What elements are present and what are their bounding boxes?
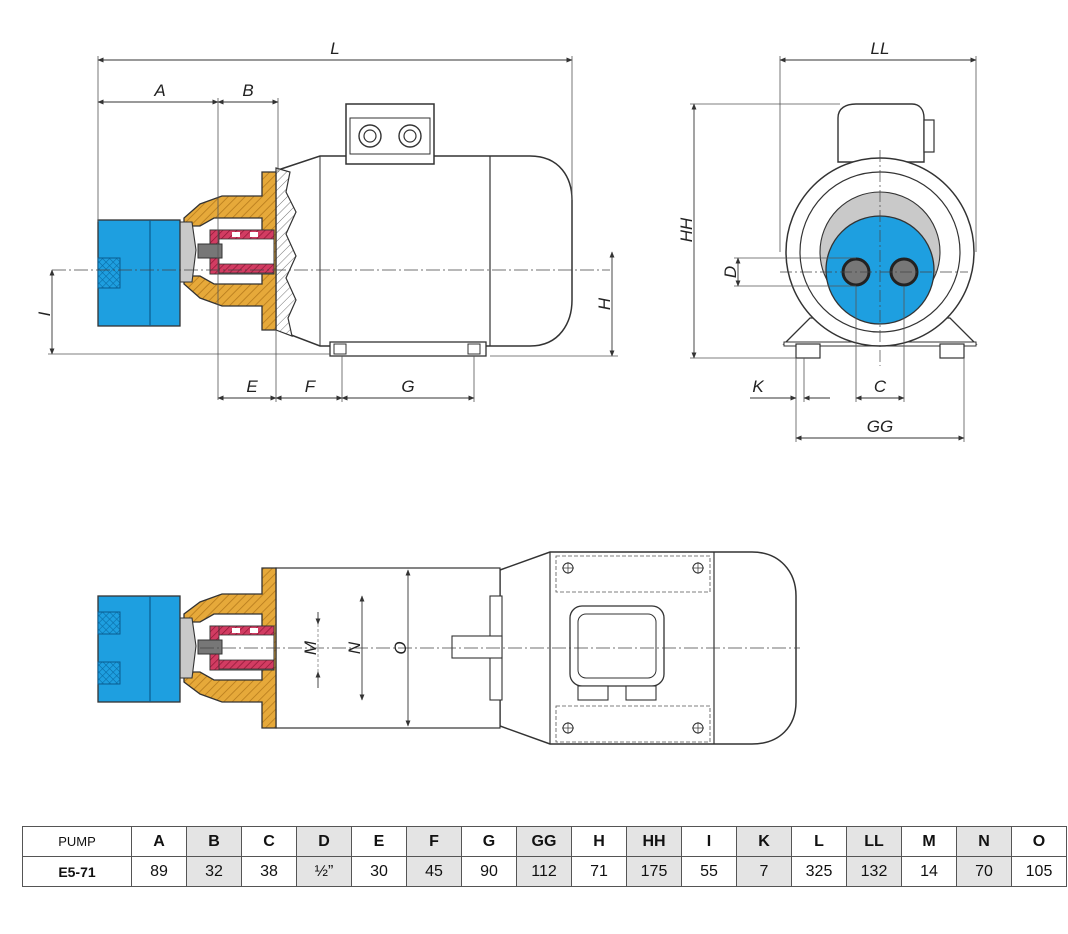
motor-flange-section bbox=[275, 167, 297, 337]
table-cell: E5-71 bbox=[22, 856, 132, 887]
table-cell: 7 bbox=[736, 856, 792, 887]
table-header-cell: N bbox=[956, 826, 1012, 857]
technical-drawing: L A B I H E F G bbox=[35, 39, 978, 745]
dim-label-gg: GG bbox=[867, 417, 893, 436]
table-cell: 55 bbox=[681, 856, 737, 887]
pump-bracket-top bbox=[183, 567, 277, 729]
dim-label-e: E bbox=[246, 377, 258, 396]
table-header-cell: LL bbox=[846, 826, 902, 857]
table-cell: 105 bbox=[1011, 856, 1067, 887]
table-cell: 70 bbox=[956, 856, 1012, 887]
table-header-cell: H bbox=[571, 826, 627, 857]
table-header-cell: K bbox=[736, 826, 792, 857]
table-header-cell: GG bbox=[516, 826, 572, 857]
table-cell: 175 bbox=[626, 856, 682, 887]
pump-port-icon bbox=[97, 611, 121, 635]
table-header-cell: C bbox=[241, 826, 297, 857]
table-cell: 32 bbox=[186, 856, 242, 887]
table-header-cell: A bbox=[131, 826, 187, 857]
dim-label-o: O bbox=[391, 641, 410, 654]
motor-foot-side bbox=[939, 343, 965, 359]
table-header-cell: HH bbox=[626, 826, 682, 857]
pump-port-icon bbox=[97, 257, 121, 289]
dim-label-d: D bbox=[721, 266, 740, 278]
table-header-cell: B bbox=[186, 826, 242, 857]
dim-label-b: B bbox=[242, 81, 253, 100]
dim-label-hh: HH bbox=[677, 217, 696, 242]
table-header-cell: I bbox=[681, 826, 737, 857]
table-header-cell: PUMP bbox=[22, 826, 132, 857]
table-cell: 89 bbox=[131, 856, 187, 887]
motor-foot-side bbox=[795, 343, 821, 359]
table-header-cell: E bbox=[351, 826, 407, 857]
motor-body bbox=[277, 155, 573, 347]
dim-label-ll: LL bbox=[871, 39, 890, 58]
table-header-cell: D bbox=[296, 826, 352, 857]
motor-shaft bbox=[451, 635, 503, 659]
dim-label-l: L bbox=[330, 39, 339, 58]
pump-port-icon bbox=[97, 661, 121, 685]
table-cell: 112 bbox=[516, 856, 572, 887]
dim-label-i: I bbox=[35, 311, 54, 316]
table-cell: 71 bbox=[571, 856, 627, 887]
table-cell: 14 bbox=[901, 856, 957, 887]
table-cell: 90 bbox=[461, 856, 517, 887]
table-header-cell: F bbox=[406, 826, 462, 857]
dim-label-f: F bbox=[305, 377, 317, 396]
pump-bracket bbox=[183, 171, 277, 331]
table-header-cell: G bbox=[461, 826, 517, 857]
motor-foot bbox=[329, 341, 487, 357]
table-cell: 38 bbox=[241, 856, 297, 887]
dim-label-g: G bbox=[401, 377, 414, 396]
dim-label-h: H bbox=[595, 297, 614, 310]
dim-label-m: M bbox=[301, 640, 320, 655]
front-view: L A B I H E F G bbox=[35, 39, 618, 402]
terminal-box-side bbox=[837, 103, 925, 163]
table-cell: ½” bbox=[296, 856, 352, 887]
table-header-cell: M bbox=[901, 826, 957, 857]
table-cell: 325 bbox=[791, 856, 847, 887]
dim-label-k: K bbox=[752, 377, 764, 396]
dim-label-n: N bbox=[345, 641, 364, 654]
dim-label-c: C bbox=[874, 377, 887, 396]
side-view: LL HH D C K GG bbox=[677, 39, 978, 442]
table-header-cell: L bbox=[791, 826, 847, 857]
table-cell: 132 bbox=[846, 856, 902, 887]
table-header-cell: O bbox=[1011, 826, 1067, 857]
dim-label-a: A bbox=[153, 81, 165, 100]
top-view: M N O bbox=[97, 551, 800, 745]
table-cell: 30 bbox=[351, 856, 407, 887]
table-cell: 45 bbox=[406, 856, 462, 887]
